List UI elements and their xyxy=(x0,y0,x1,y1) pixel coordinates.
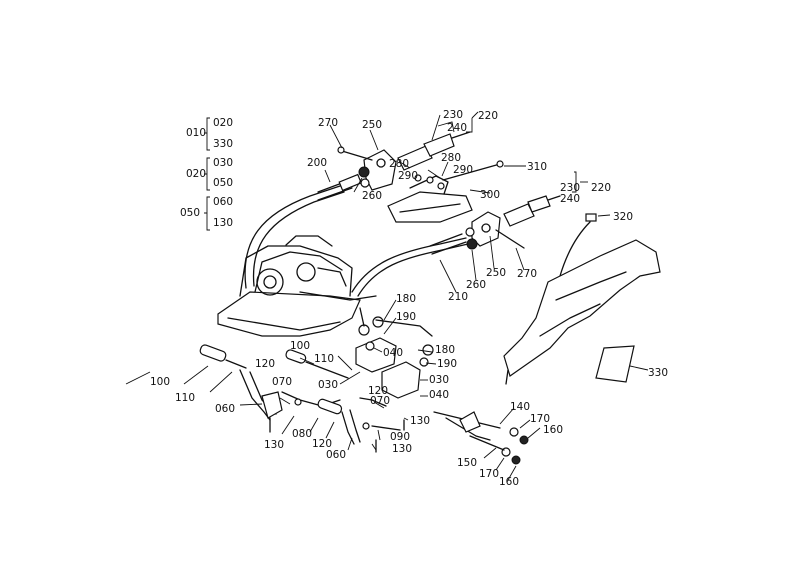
part-label-320: 320 xyxy=(613,211,633,223)
part-label-060: 060 xyxy=(215,403,235,415)
part-label-040-b: 040 xyxy=(429,389,449,401)
legend-bracket-050 xyxy=(204,196,210,231)
cable-end-230-right xyxy=(503,195,561,227)
part-label-120: 120 xyxy=(255,358,275,370)
part-label-070-b: 070 xyxy=(370,395,390,407)
part-label-260-b: 260 xyxy=(466,279,486,291)
part-label-070: 070 xyxy=(272,376,292,388)
part-label-100-b: 100 xyxy=(290,340,310,352)
part-label-230: 230 xyxy=(443,109,463,121)
part-label-210: 210 xyxy=(448,291,468,303)
part-label-280: 280 xyxy=(389,158,409,170)
fender xyxy=(503,239,661,385)
legend-bracket-020 xyxy=(204,157,210,191)
part-label-100: 100 xyxy=(150,376,170,388)
leader-lines xyxy=(125,111,649,481)
part-label-130: 130 xyxy=(264,439,284,451)
part-label-160-b: 160 xyxy=(499,476,519,488)
part-label-130-b: 130 xyxy=(410,415,430,427)
cable-end-230-left xyxy=(397,131,471,171)
decal-330 xyxy=(595,345,635,383)
part-label-190-b: 190 xyxy=(437,358,457,370)
lever-plate-300 xyxy=(387,160,504,223)
legend-groups: 010 020 330 020 030 050 050 060 130 xyxy=(180,117,233,231)
part-label-080: 080 xyxy=(292,428,312,440)
cable-210 xyxy=(351,233,469,297)
part-label-060-b: 060 xyxy=(326,449,346,461)
part-label-290: 290 xyxy=(398,170,418,182)
part-label-040: 040 xyxy=(383,347,403,359)
part-label-160: 160 xyxy=(543,424,563,436)
part-label-150: 150 xyxy=(457,457,477,469)
bracket-250-left xyxy=(337,146,397,191)
legend-parent-020: 020 xyxy=(186,168,206,180)
part-label-220-b: 220 xyxy=(591,182,611,194)
part-label-090: 090 xyxy=(390,431,410,443)
legend-bracket-010 xyxy=(204,117,210,151)
part-label-170: 170 xyxy=(530,413,550,425)
shaft-140 xyxy=(433,411,529,465)
part-label-330: 330 xyxy=(648,367,668,379)
part-label-270-b: 270 xyxy=(517,268,537,280)
legend-child-020: 020 xyxy=(213,117,233,129)
part-labels: 270 250 200 260 230 240 220 280 280 290 … xyxy=(150,109,668,488)
valve-block xyxy=(355,307,434,399)
part-label-250-b: 250 xyxy=(486,267,506,279)
lever-assembly-left xyxy=(199,344,349,433)
legend-parent-050: 050 xyxy=(180,207,200,219)
part-label-200: 200 xyxy=(307,157,327,169)
hook-320 xyxy=(559,213,597,277)
part-label-030: 030 xyxy=(429,374,449,386)
legend-parent-010: 010 xyxy=(186,127,206,139)
part-label-270: 270 xyxy=(318,117,338,129)
part-label-030-b: 030 xyxy=(318,379,338,391)
legend-child-060: 060 xyxy=(213,196,233,208)
part-label-260: 260 xyxy=(362,190,382,202)
part-label-240-b: 240 xyxy=(560,193,580,205)
part-label-140: 140 xyxy=(510,401,530,413)
part-label-130-c: 130 xyxy=(392,443,412,455)
cable-200 xyxy=(244,173,362,289)
part-label-180: 180 xyxy=(396,293,416,305)
part-label-180-b: 180 xyxy=(435,344,455,356)
part-label-110: 110 xyxy=(175,392,195,404)
part-label-120-c: 120 xyxy=(368,385,388,397)
part-label-120-b: 120 xyxy=(312,438,332,450)
legend-child-330: 330 xyxy=(213,138,233,150)
part-label-220: 220 xyxy=(478,110,498,122)
transmission-housing xyxy=(217,235,377,337)
part-label-290-b: 290 xyxy=(453,164,473,176)
part-label-250: 250 xyxy=(362,119,382,131)
part-label-240: 240 xyxy=(447,122,467,134)
bracket-250-right xyxy=(465,211,525,250)
part-label-310: 310 xyxy=(527,161,547,173)
lever-assembly-center xyxy=(317,397,405,453)
legend-child-030: 030 xyxy=(213,157,233,169)
part-label-300: 300 xyxy=(480,189,500,201)
part-label-170-b: 170 xyxy=(479,468,499,480)
part-label-190: 190 xyxy=(396,311,416,323)
legend-child-130: 130 xyxy=(213,217,233,229)
part-label-280-b: 280 xyxy=(441,152,461,164)
part-label-230-b: 230 xyxy=(560,182,580,194)
part-label-110-b: 110 xyxy=(314,353,334,365)
legend-child-050: 050 xyxy=(213,177,233,189)
